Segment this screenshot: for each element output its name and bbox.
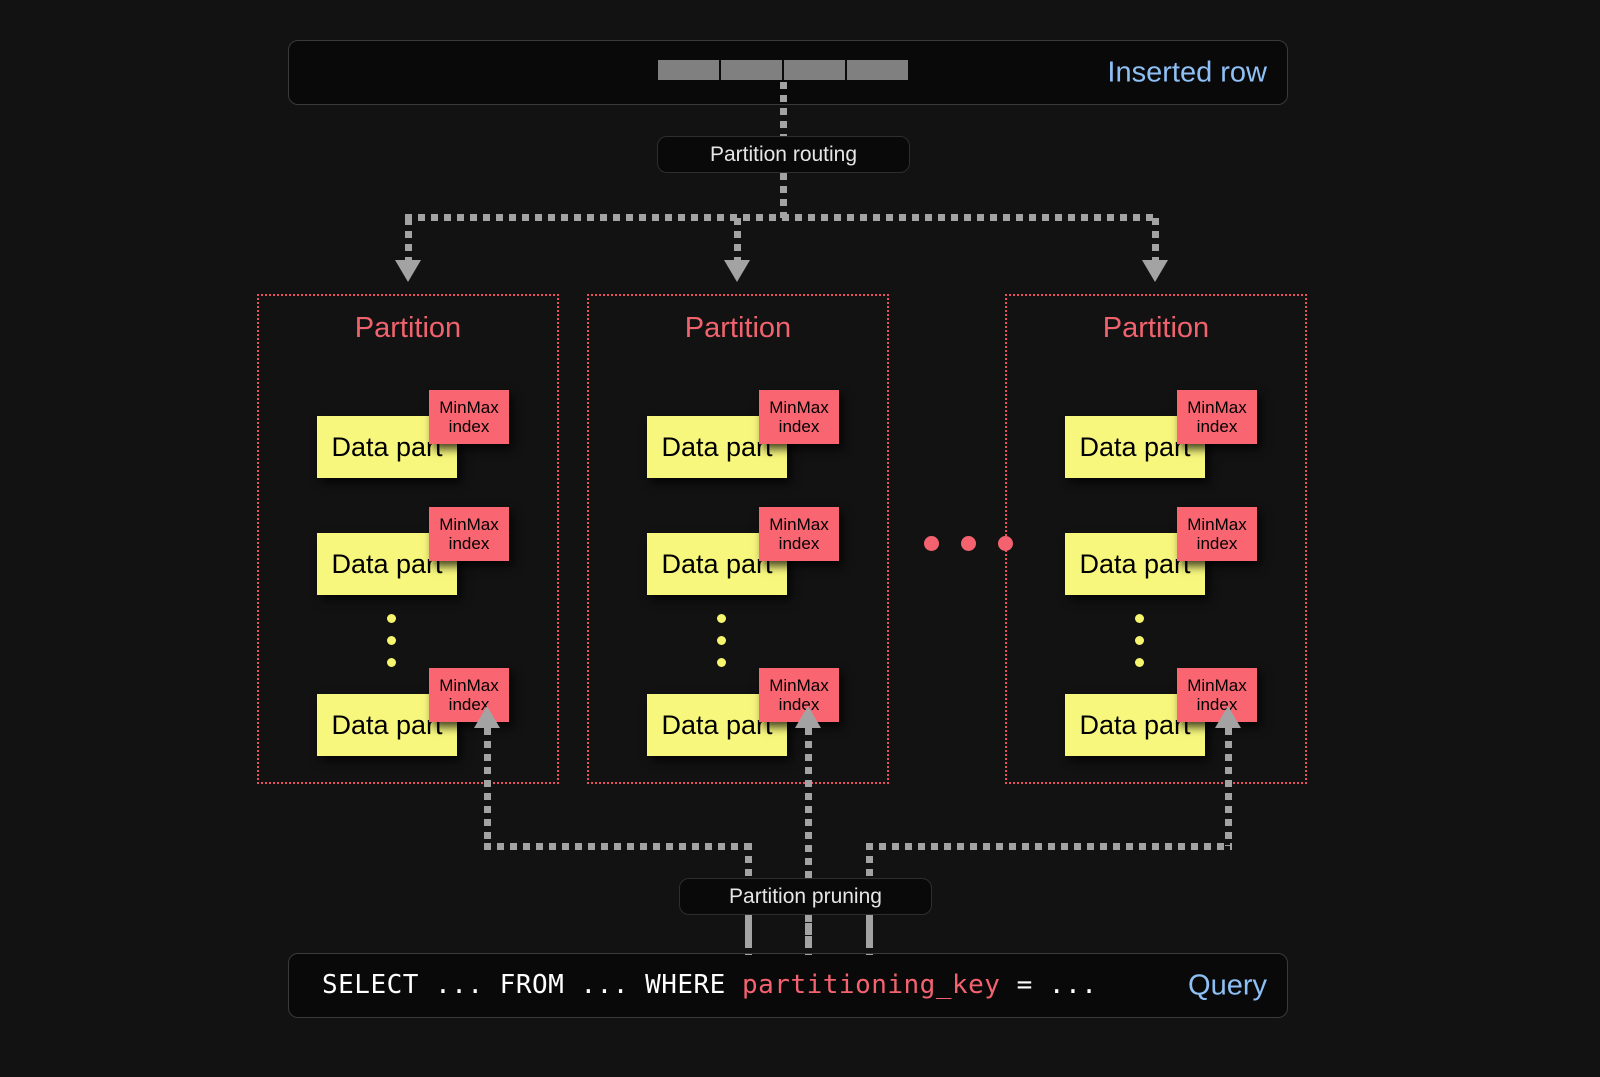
- minmax-index-line1: MinMax: [769, 675, 829, 695]
- partition-box-2[interactable]: Partition MinMax index Data part MinMax …: [1005, 294, 1307, 784]
- ellipsis-dot: [717, 636, 726, 645]
- ellipsis-dot: [1135, 658, 1144, 667]
- minmax-index-line1: MinMax: [439, 514, 499, 534]
- minmax-index-line1: MinMax: [439, 675, 499, 695]
- query-bar: Query: [288, 953, 1288, 1018]
- query-label: Query: [1188, 969, 1267, 1001]
- minmax-index-line1: MinMax: [1187, 514, 1247, 534]
- minmax-index-box: MinMax index: [429, 507, 509, 561]
- data-part-ellipsis: [387, 614, 396, 667]
- minmax-index-box: MinMax index: [759, 668, 839, 722]
- connector-routing-to-bus: [780, 173, 787, 218]
- minmax-index-line2: index: [778, 417, 820, 436]
- connector-partition-2-up: [1225, 728, 1232, 846]
- ellipsis-dot: [387, 614, 396, 623]
- minmax-index-line2: index: [448, 534, 490, 553]
- minmax-index-line2: index: [778, 534, 820, 553]
- connector-bus-to-partition-1: [734, 218, 741, 264]
- data-part-box[interactable]: Data part: [647, 694, 787, 756]
- data-part-box[interactable]: Data part: [317, 533, 457, 595]
- ellipsis-dot: [387, 658, 396, 667]
- arrow-down-partition-2: [1142, 260, 1168, 282]
- connector-pruning-to-query-0: [745, 915, 752, 955]
- query-suffix: = ...: [1000, 970, 1098, 1000]
- data-part-ellipsis: [1135, 614, 1144, 667]
- ellipsis-dot: [961, 536, 976, 551]
- data-part-box[interactable]: Data part: [647, 416, 787, 478]
- minmax-index-line1: MinMax: [1187, 675, 1247, 695]
- minmax-index-line2: index: [448, 417, 490, 436]
- connector-bus-to-partition-2: [1152, 218, 1159, 264]
- partition-box-1[interactable]: Partition MinMax index Data part MinMax …: [587, 294, 889, 784]
- ellipsis-dot: [998, 536, 1013, 551]
- minmax-index-line1: MinMax: [439, 397, 499, 417]
- connector-row-to-routing: [780, 82, 787, 138]
- connector-partition-0-horizontal: [484, 843, 752, 850]
- row-cell: [847, 60, 908, 80]
- inserted-row-cells: [658, 60, 908, 80]
- arrow-down-partition-0: [395, 260, 421, 282]
- inserted-row-bar: Inserted row: [288, 40, 1288, 105]
- query-prefix: SELECT ... FROM ... WHERE: [322, 970, 742, 1000]
- minmax-index-box: MinMax index: [1177, 668, 1257, 722]
- row-cell: [784, 60, 845, 80]
- inserted-row-label: Inserted row: [1107, 56, 1267, 88]
- minmax-index-line1: MinMax: [1187, 397, 1247, 417]
- connector-routing-bus: [405, 214, 1157, 221]
- partition-pruning-label: Partition pruning: [679, 878, 932, 915]
- minmax-index-line2: index: [1196, 534, 1238, 553]
- arrow-up-partition-1: [795, 706, 821, 728]
- partition-title: Partition: [1102, 312, 1210, 344]
- query-partitioning-key: partitioning_key: [742, 970, 1001, 1000]
- connector-pruning-to-query-1: [805, 915, 812, 955]
- arrow-up-partition-2: [1215, 706, 1241, 728]
- partition-box-0[interactable]: Partition MinMax index Data part MinMax …: [257, 294, 559, 784]
- minmax-index-box: MinMax index: [1177, 390, 1257, 444]
- minmax-index-box: MinMax index: [1177, 507, 1257, 561]
- partitions-ellipsis: [924, 536, 1013, 551]
- partition-routing-label: Partition routing: [657, 136, 910, 173]
- ellipsis-dot: [717, 658, 726, 667]
- partition-title: Partition: [684, 312, 792, 344]
- minmax-index-line1: MinMax: [769, 514, 829, 534]
- ellipsis-dot: [1135, 636, 1144, 645]
- minmax-index-box: MinMax index: [759, 390, 839, 444]
- query-sql-text: SELECT ... FROM ... WHERE partitioning_k…: [322, 970, 1097, 1000]
- partition-title: Partition: [354, 312, 462, 344]
- connector-partition-1-up: [805, 728, 812, 943]
- connector-pruning-to-query-2: [866, 915, 873, 955]
- row-cell: [721, 60, 782, 80]
- data-part-ellipsis: [717, 614, 726, 667]
- connector-partition-2-horizontal: [866, 843, 1232, 850]
- arrow-up-partition-0: [474, 706, 500, 728]
- minmax-index-box: MinMax index: [759, 507, 839, 561]
- minmax-index-box: MinMax index: [429, 390, 509, 444]
- data-part-box[interactable]: Data part: [317, 694, 457, 756]
- minmax-index-line2: index: [1196, 417, 1238, 436]
- connector-partition-0-up: [484, 728, 491, 846]
- ellipsis-dot: [717, 614, 726, 623]
- row-cell: [658, 60, 719, 80]
- ellipsis-dot: [924, 536, 939, 551]
- connector-bus-to-partition-0: [405, 218, 412, 264]
- arrow-down-partition-1: [724, 260, 750, 282]
- minmax-index-line1: MinMax: [769, 397, 829, 417]
- ellipsis-dot: [1135, 614, 1144, 623]
- ellipsis-dot: [387, 636, 396, 645]
